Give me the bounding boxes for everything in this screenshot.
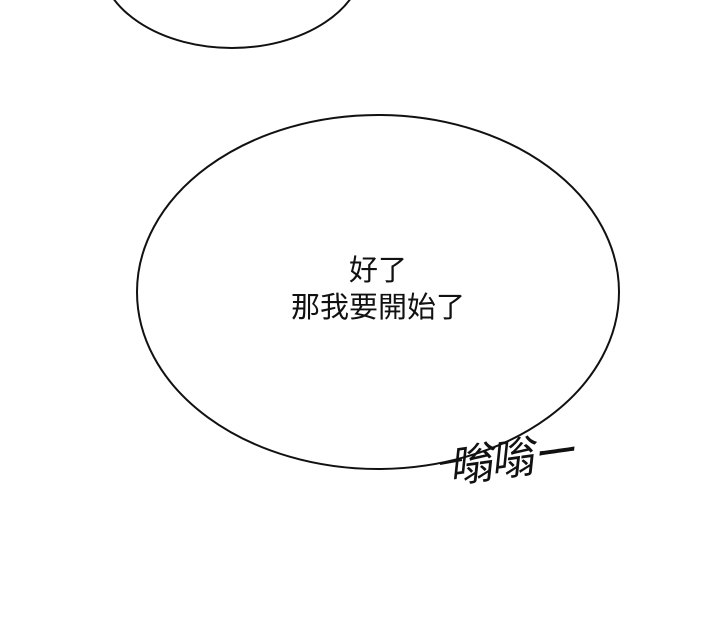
dialogue-line-2: 那我要開始了 <box>290 290 465 324</box>
main-speech-bubble <box>136 114 620 470</box>
dialogue-text: 好了 那我要開始了 <box>238 252 518 326</box>
sfx-lead-stroke <box>439 459 463 465</box>
dialogue-line-1: 好了 <box>348 253 407 287</box>
sound-effect: 嗡嗡ー <box>445 426 632 512</box>
top-speech-bubble <box>113 0 351 49</box>
